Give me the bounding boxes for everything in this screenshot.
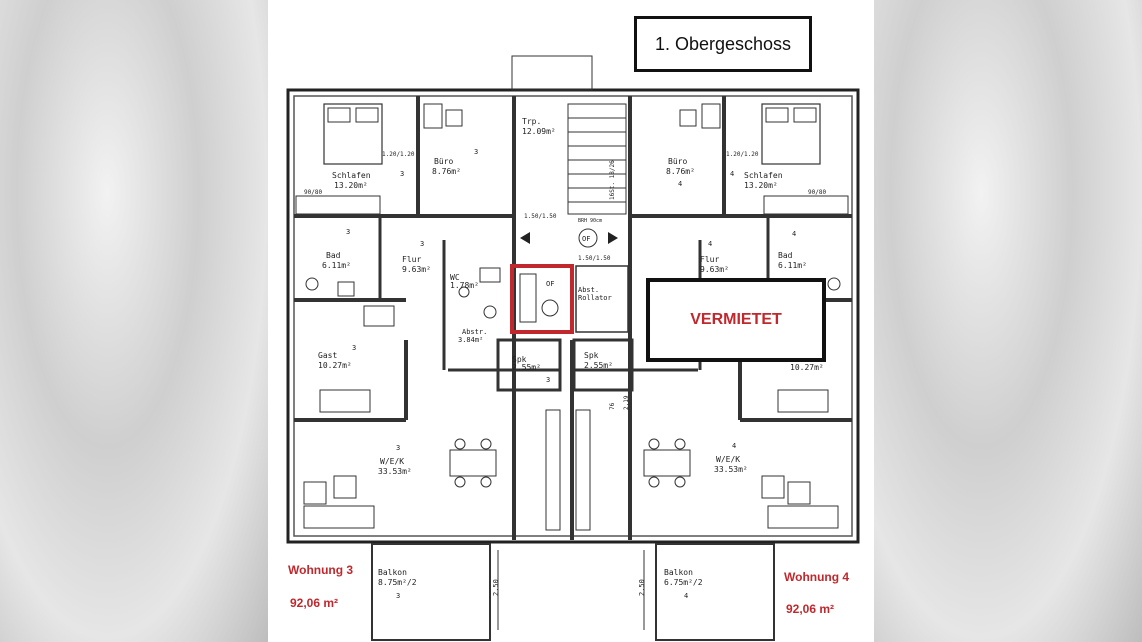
room-area-schlafen-3: 13.20m² (334, 181, 368, 190)
room-area-abstr-3: 3.84m² (458, 336, 483, 344)
room-area-flur-4: 9.63m² (700, 265, 729, 274)
room-num-balkon-3: 3 (396, 592, 400, 600)
background-left-blur (0, 0, 268, 642)
room-name-spk-4: Spk (584, 351, 599, 360)
room-name-abst: Abst. (578, 286, 599, 294)
room-area-bad-3: 6.11m² (322, 261, 351, 270)
room-name-wek-4: W/E/K (716, 455, 740, 464)
room-name-balkon-4: Balkon (664, 568, 693, 577)
room-name-schlafen-3: Schlafen (332, 171, 371, 180)
dim-spk-4: 2.19 (623, 395, 630, 410)
room-area-flur-3: 9.63m² (402, 265, 431, 274)
background-right-blur (874, 0, 1142, 642)
room-name-flur-3: Flur (402, 255, 421, 264)
dim-balcony-4: 2.50 (638, 579, 646, 596)
room-num-balkon-4: 4 (684, 592, 688, 600)
unit-4-name: Wohnung 4 (784, 570, 850, 584)
elevator-of-label: OF (546, 280, 554, 288)
room-name-wek-3: W/E/K (380, 457, 404, 466)
balcony-3 (371, 543, 491, 641)
svg-text:Schlafen: Schlafen (332, 171, 371, 180)
room-num-bad-3: 3 (346, 228, 350, 236)
brh-annotation: BRH 90cm (578, 218, 602, 224)
room-area-buero-4: 8.76m² (666, 167, 695, 176)
room-area-gast-3: 10.27m² (318, 361, 352, 370)
elevator-highlight (510, 264, 574, 334)
room-area-wek-3: 33.53m² (378, 467, 412, 476)
of-marker-label: OF (582, 235, 590, 243)
room-area-wc-3: 1.78m² (450, 281, 479, 290)
dim-window-4: 90/80 (808, 189, 826, 196)
room-num-wek-3: 3 (396, 444, 400, 452)
room-num-flur-4: 4 (708, 240, 712, 248)
room-name-bad-3: Bad (326, 251, 341, 260)
room-area-balkon-3: 8.75m²/2 (378, 578, 417, 587)
dim-bed-3: 1.20/1.20 (382, 151, 415, 158)
room-sub-abst: Rollator (578, 294, 612, 302)
balcony-4 (655, 543, 775, 641)
room-num-flur-3: 3 (420, 240, 424, 248)
room-name-gast-3: Gast (318, 351, 337, 360)
room-area-gast-4: 10.27m² (790, 363, 824, 372)
room-name-bad-4: Bad (778, 251, 793, 260)
room-area-buero-3: 8.76m² (432, 167, 461, 176)
floor-plan-sheet: Schlafen 13.20m² Büro 8.76m² Trp. 12.09m… (268, 0, 874, 642)
room-num-wek-4: 4 (732, 442, 736, 450)
rented-stamp: VERMIETET (646, 278, 826, 362)
room-name-flur-4: Flur (700, 255, 719, 264)
room-area-wek-4: 33.53m² (714, 465, 748, 474)
room-num-spk-3: 3 (546, 376, 550, 384)
dim-bed-4: 1.20/1.20 (726, 151, 759, 158)
room-num-schlafen-3: 3 (400, 170, 404, 178)
dim-balcony-3: 2.50 (492, 579, 500, 596)
room-name-trp: Trp. (522, 117, 541, 126)
dim-core-opening: 1.50/1.50 (578, 255, 611, 262)
room-name-balkon-3: Balkon (378, 568, 407, 577)
room-num-buero-4: 4 (678, 180, 682, 188)
room-area-trp: 12.09m² (522, 127, 556, 136)
unit-3-name: Wohnung 3 (288, 563, 354, 577)
room-name-spk-3: Spk (512, 355, 527, 364)
floor-plan: Schlafen 13.20m² Büro 8.76m² Trp. 12.09m… (286, 55, 860, 641)
stair-annotation: 16St. 18/26 (609, 160, 616, 200)
roof-element (511, 55, 593, 91)
floor-title: 1. Obergeschoss (634, 16, 812, 72)
room-num-buero-3: 3 (474, 148, 478, 156)
unit-4-area: 92,06 m² (786, 602, 835, 616)
dim-stair-opening: 1.50/1.50 (524, 213, 557, 220)
room-name-wc-3: WC (450, 273, 460, 282)
room-area-bad-4: 6.11m² (778, 261, 807, 270)
room-num-gast-3: 3 (352, 344, 356, 352)
room-area-balkon-4: 6.75m²/2 (664, 578, 703, 587)
dim-window-3: 90/80 (304, 189, 322, 196)
room-name-abstr-3: Abstr. (462, 328, 487, 336)
room-area-schlafen-4: 13.20m² (744, 181, 778, 190)
room-name-schlafen-4: Schlafen (744, 171, 783, 180)
room-area-spk-4: 2.55m² (584, 361, 613, 370)
room-name-buero-4: Büro (668, 157, 687, 166)
room-num-bad-4: 4 (792, 230, 796, 238)
room-area-spk-3: 2.55m² (512, 363, 541, 372)
unit-3-area: 92,06 m² (290, 596, 339, 610)
room-num-schlafen-4: 4 (730, 170, 734, 178)
dim-spk-door: 76 (609, 402, 616, 410)
room-name-buero-3: Büro (434, 157, 453, 166)
